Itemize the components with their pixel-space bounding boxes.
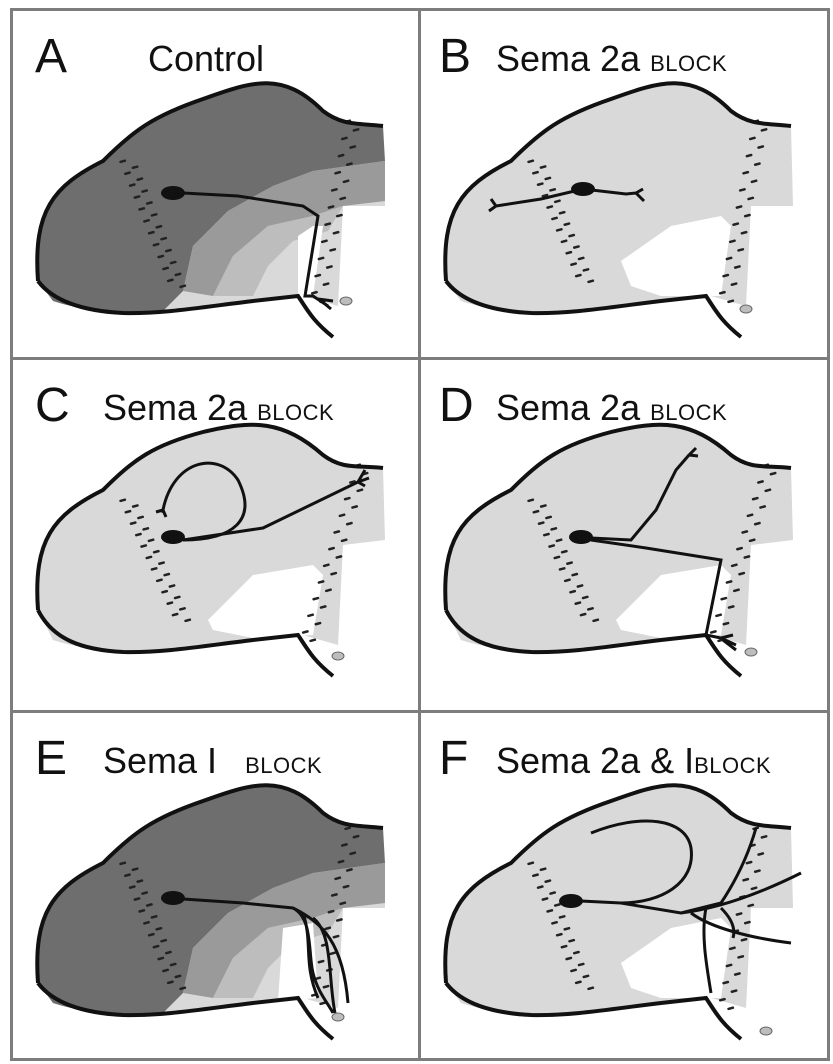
panel-f-title: Sema 2a & IBLOCK [496,743,771,779]
panel-f: F Sema 2a & IBLOCK [421,713,827,1061]
panel-a-title: Control [148,41,264,77]
panel-b: B Sema 2a BLOCK [421,11,827,357]
panel-d: D Sema 2a BLOCK [421,360,827,710]
panel-e: E Sema I BLOCK [13,713,418,1061]
dot-mark [727,1006,734,1010]
panel-a: A Control [13,11,418,357]
panel-b-title: Sema 2a BLOCK [496,41,727,77]
panel-e-letter: E [35,735,67,783]
panel-d-title: Sema 2a BLOCK [496,390,727,426]
panel-e-title: Sema I BLOCK [103,743,322,779]
panel-b-letter: B [439,33,471,81]
panel-a-letter: A [35,33,67,81]
panel-d-letter: D [439,382,474,430]
panel-f-letter: F [439,735,468,783]
dot-mark [309,638,316,642]
panel-c-title: Sema 2a BLOCK [103,390,334,426]
panel-c: C Sema 2a BLOCK [13,360,418,710]
panel-c-letter: C [35,382,70,430]
